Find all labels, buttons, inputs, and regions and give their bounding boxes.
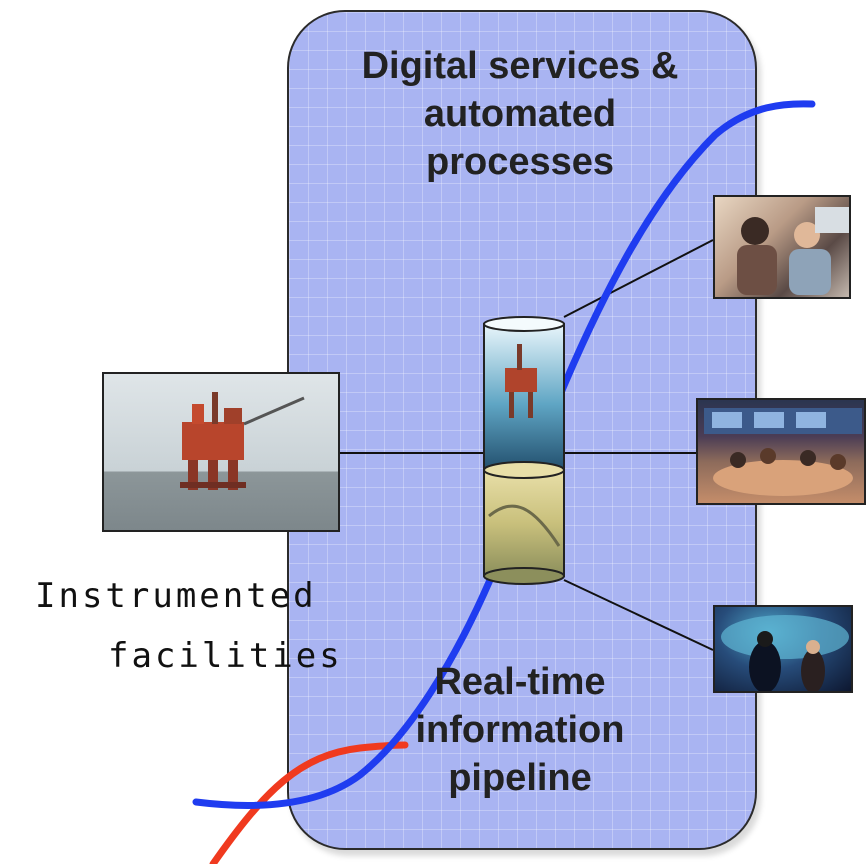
- bottom-title-line-1: Real-time: [434, 661, 606, 703]
- visualization-room-image: [713, 605, 853, 693]
- offshore-platform-image: [102, 372, 340, 532]
- visualization-connector-line: [563, 579, 714, 651]
- office-workers-image: [713, 195, 851, 299]
- office-connector-line: [563, 239, 714, 318]
- top-title-line-2: automated: [423, 93, 617, 135]
- bottom-title-line-2: information: [415, 709, 625, 751]
- blue-growth-curve-lower: [192, 576, 494, 809]
- top-title-line-1: Digital services &: [361, 45, 679, 87]
- visualization-room-icon: [721, 615, 849, 691]
- pipeline-title: Real-time information pipeline: [370, 658, 670, 802]
- office-workers-icon: [737, 207, 849, 295]
- control-room-icon: [704, 408, 862, 496]
- database-cylinder-icon: [483, 316, 565, 586]
- facilities-label: facilities: [108, 636, 343, 676]
- bottom-title-line-3: pipeline: [448, 757, 592, 799]
- blue-growth-curve-upper: [556, 100, 816, 399]
- control-room-image: [696, 398, 866, 505]
- digital-services-title: Digital services & automated processes: [300, 42, 740, 186]
- offshore-platform-icon: [180, 392, 305, 490]
- instrumented-label: Instrumented: [35, 576, 317, 616]
- top-title-line-3: processes: [425, 141, 614, 183]
